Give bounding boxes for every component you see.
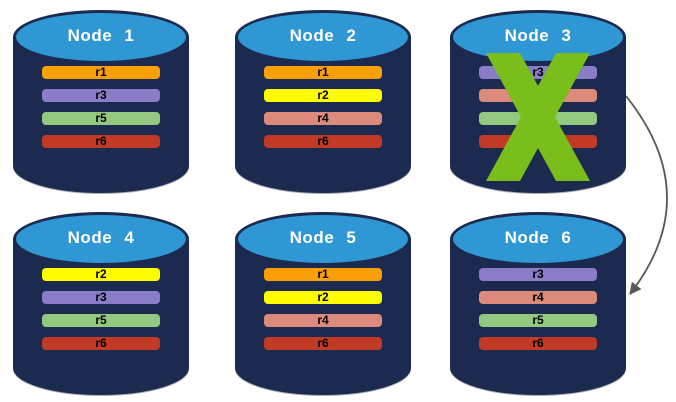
replica-bar: r5: [479, 314, 597, 327]
cylinder-top: [450, 212, 626, 266]
replica-bar: r6: [479, 337, 597, 350]
cylinder-top: [450, 10, 626, 64]
replica-bar: r2: [264, 89, 382, 102]
replica-bar: r3: [479, 268, 597, 281]
replica-bar: r3: [42, 89, 160, 102]
replica-bar: r4: [264, 314, 382, 327]
node-title: Node 2: [289, 26, 357, 45]
node-title: Node 5: [289, 228, 357, 247]
db-node-6: Node 6 r3 r4 r5 r6: [450, 212, 626, 395]
replica-list: r1 r2 r4 r6: [235, 268, 411, 350]
replica-bar: r3: [42, 291, 160, 304]
replica-bar: r4: [264, 112, 382, 125]
replica-bar: r5: [42, 112, 160, 125]
replica-bar: r4: [479, 291, 597, 304]
cylinder-top: [13, 10, 189, 64]
replica-list: r3 r4 r5 r6: [450, 268, 626, 350]
replica-list: r2 r3 r5 r6: [13, 268, 189, 350]
replica-list: r1 r3 r5 r6: [13, 66, 189, 148]
db-node-5: Node 5 r1 r2 r4 r6: [235, 212, 411, 395]
cylinder-top: [235, 10, 411, 64]
replica-bar: r2: [264, 291, 382, 304]
replica-bar: r2: [42, 268, 160, 281]
db-node-1: Node 1 r1 r3 r5 r6: [13, 10, 189, 193]
cylinder-top: [235, 212, 411, 266]
node-title: Node 4: [67, 228, 135, 247]
replica-bar: r6: [42, 337, 160, 350]
db-node-3: Node 3 r3: [450, 10, 626, 193]
node-title: Node 1: [67, 26, 135, 45]
node-title: Node 3: [504, 26, 572, 45]
node-title: Node 6: [504, 228, 572, 247]
arrow-curve: [625, 95, 668, 295]
replica-bar: r5: [42, 314, 160, 327]
cylinder-top: [13, 212, 189, 266]
replica-list: r1 r2 r4 r6: [235, 66, 411, 148]
replica-bar: r1: [264, 268, 382, 281]
failure-x-icon: [486, 53, 590, 181]
db-node-2: Node 2 r1 r2 r4 r6: [235, 10, 411, 193]
replica-bar: r6: [264, 337, 382, 350]
db-node-4: Node 4 r2 r3 r5 r6: [13, 212, 189, 395]
replica-bar: r6: [42, 135, 160, 148]
replica-bar: r6: [264, 135, 382, 148]
replica-bar: r1: [264, 66, 382, 79]
replica-bar: r1: [42, 66, 160, 79]
